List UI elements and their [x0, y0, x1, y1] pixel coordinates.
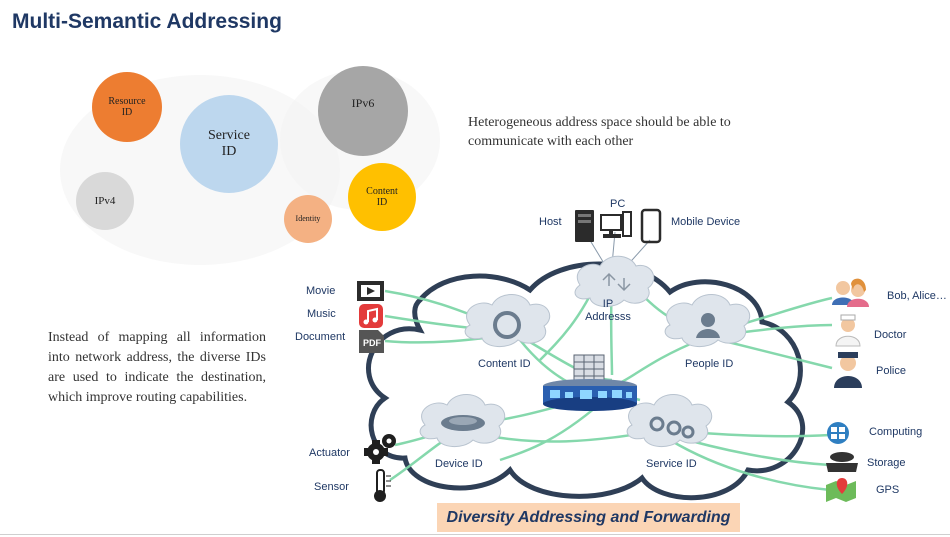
- gps-icon: [826, 478, 856, 502]
- device-id-node: [419, 394, 506, 447]
- ip-node-line2: Addresss: [585, 311, 631, 324]
- resource-id-line1: Resource: [108, 95, 146, 107]
- service-id-node: [626, 394, 713, 447]
- mobile-device-icon: [640, 208, 662, 244]
- movie-label: Movie: [306, 285, 336, 297]
- doctor-label: Doctor: [874, 329, 907, 341]
- gps-label: GPS: [876, 484, 900, 496]
- people-id-node: [664, 294, 751, 347]
- content-id-line2: ID: [376, 197, 388, 208]
- caption-box: Diversity Addressing and Forwarding: [437, 503, 740, 532]
- ip-node-line1: IP: [602, 298, 614, 310]
- bob-alice-label: Bob, Alice…: [887, 290, 947, 302]
- music-icon: [359, 304, 383, 328]
- people-id-node-label: People ID: [685, 358, 734, 370]
- left-paragraph: Instead of mapping all information into …: [48, 330, 266, 405]
- pc-label: PC: [610, 198, 626, 210]
- ip-address-node: [574, 255, 655, 307]
- music-label: Music: [307, 308, 336, 320]
- resource-id-line2: ID: [121, 107, 133, 118]
- content-id-node-label: Content ID: [478, 358, 531, 370]
- service-id-line1: Service: [208, 127, 250, 143]
- ip-node-label: IP Addresss: [582, 298, 634, 324]
- ipv6-circle: IPv6: [318, 66, 408, 156]
- actuator-label: Actuator: [309, 447, 350, 459]
- pdf-badge: PDF: [363, 338, 382, 348]
- device-id-node-label: Device ID: [435, 458, 483, 470]
- host-label: Host: [539, 216, 562, 228]
- mobile-device-label: Mobile Device: [671, 216, 741, 228]
- doctor-icon: [835, 314, 861, 347]
- storage-label: Storage: [867, 457, 906, 469]
- sensor-icon: [374, 469, 391, 502]
- ipv4-circle: IPv4: [76, 172, 134, 230]
- computing-icon: [827, 422, 849, 444]
- police-label: Police: [876, 365, 906, 377]
- router-icon: [543, 354, 637, 411]
- pc-icon: [600, 211, 632, 238]
- content-id-line1: Content: [366, 185, 398, 197]
- ipv4-label: IPv4: [94, 194, 116, 207]
- identity-circle: Identity: [284, 195, 332, 243]
- identity-label: Identity: [295, 214, 321, 224]
- computing-label: Computing: [869, 426, 923, 438]
- host-icon: [575, 210, 594, 242]
- bottom-divider: [0, 534, 950, 535]
- heterogeneous-text: Heterogeneous address space should be ab…: [468, 115, 731, 149]
- ipv6-label: IPv6: [351, 96, 375, 111]
- document-label: Document: [295, 331, 346, 343]
- caption-text: Diversity Addressing and Forwarding: [446, 508, 731, 526]
- document-icon: [359, 330, 384, 353]
- actuator-icon: [364, 434, 396, 464]
- police-icon: [834, 352, 862, 388]
- content-id-node: [464, 294, 551, 347]
- page-title: Multi-Semantic Addressing: [12, 10, 282, 33]
- storage-icon: [826, 452, 858, 472]
- movie-icon: [357, 281, 384, 301]
- sensor-label: Sensor: [314, 481, 349, 493]
- service-id-node-label: Service ID: [646, 458, 697, 470]
- service-id-line2: ID: [221, 144, 237, 159]
- bob-alice-icon: [832, 278, 869, 307]
